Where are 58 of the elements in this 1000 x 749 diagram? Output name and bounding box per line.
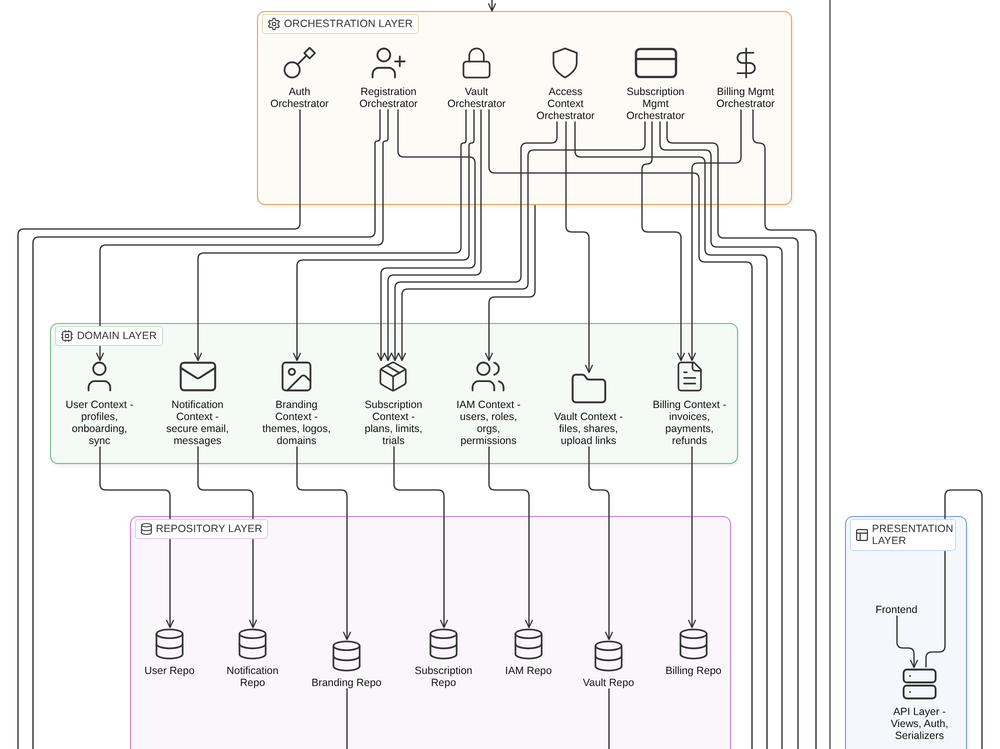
component-label: Notification Repo	[226, 664, 280, 688]
connector-line	[17, 110, 301, 749]
connector-arrow	[641, 122, 686, 362]
component-label: Billing Context - invoices, payments, refunds	[652, 398, 728, 446]
layer-title: DOMAIN LAYER	[77, 330, 157, 342]
connector-line	[574, 122, 768, 749]
layer-title: ORCHESTRATION LAYER	[284, 18, 413, 30]
connector-line	[666, 122, 799, 749]
component-label: Access Context Orchestrator	[535, 86, 596, 122]
connector-line	[346, 688, 348, 749]
layer-panel	[845, 516, 967, 749]
connector-line	[659, 122, 783, 749]
component-label: Branding Repo	[311, 676, 382, 688]
connector-arrow	[488, 446, 534, 628]
connector-arrow	[197, 446, 258, 628]
connector-arrow	[393, 446, 448, 628]
layer-panel	[257, 11, 792, 205]
layer-panel	[130, 516, 731, 749]
connector-line	[488, 110, 753, 749]
layer-title: REPOSITORY LAYER	[156, 523, 262, 535]
component-label: IAM Repo	[505, 664, 552, 676]
component-label: Billing Repo	[665, 664, 722, 676]
connector-arrow	[896, 616, 918, 668]
component-label: Vault Orchestrator	[446, 86, 507, 110]
layer-panel	[50, 323, 738, 464]
component-label: Billing Mgmt Orchestrator	[715, 86, 776, 110]
connector-arrow	[292, 110, 475, 362]
component-label: User Repo	[144, 664, 195, 676]
component-label: Frontend	[875, 604, 918, 616]
connector-arrow	[484, 205, 536, 362]
layer-title: PRESENTATION LAYER	[872, 523, 954, 547]
connector-arrow	[565, 122, 594, 374]
connector-arrow	[488, 0, 496, 12]
connector-arrow	[688, 446, 696, 628]
component-label: Vault Context - files, shares, upload links	[553, 410, 624, 446]
connector-line	[925, 489, 983, 749]
component-label: IAM Context - users, roles, orgs, permissions	[455, 398, 522, 446]
component-label: Subscription Repo	[414, 664, 474, 688]
component-label: Auth Orchestrator	[269, 86, 330, 110]
component-label: Subscription Mgmt Orchestrator	[625, 86, 686, 122]
component-label: User Context - profiles, onboarding, sync	[64, 398, 134, 446]
connector-arrow	[296, 446, 352, 640]
connector-arrow	[99, 446, 174, 628]
connector-line	[32, 110, 381, 749]
connector-line	[608, 688, 610, 749]
component-label: Notification Context - secure email, messages	[165, 398, 230, 446]
connector-arrow	[688, 110, 742, 362]
component-label: Branding Context - themes, logos, domains	[261, 398, 332, 446]
connector-arrow	[398, 122, 646, 362]
connector-arrow	[390, 122, 558, 362]
connector-arrow	[588, 446, 614, 640]
connector-arrow	[194, 110, 467, 362]
component-label: Vault Repo	[582, 676, 634, 688]
connector-line	[752, 110, 817, 749]
connector-arrow	[96, 110, 389, 362]
component-label: API Layer - Views, Auth, Serializers	[890, 706, 950, 742]
component-label: Subscription Context - plans, limits, trials	[364, 398, 424, 446]
component-label: Registration Orchestrator	[358, 86, 419, 110]
